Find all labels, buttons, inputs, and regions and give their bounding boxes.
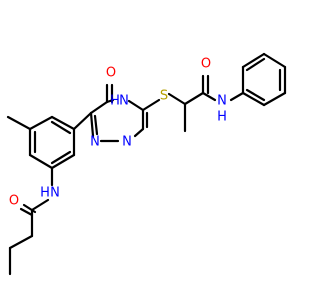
- ring-nitrogen-2: N: [90, 135, 100, 150]
- molecule-structure: O H N N N S O N H N H O: [0, 0, 300, 300]
- ring-nh-hydrogen: H: [110, 94, 120, 109]
- canvas-background: [0, 0, 300, 300]
- ring-nh-nitrogen: N: [119, 94, 129, 109]
- amide-nitrogen: N: [217, 94, 227, 109]
- ring-nitrogen-1: N: [122, 135, 132, 150]
- amide-oxygen: O: [201, 57, 211, 72]
- bond-lines: [6, 52, 287, 276]
- ring-carbonyl-oxygen: O: [106, 66, 116, 81]
- atom-labels: O H N N N S O N H N H O: [9, 57, 227, 209]
- thioether-sulfur: S: [160, 89, 168, 104]
- amide-hydrogen: H: [217, 110, 227, 125]
- aniline-nitrogen: N: [50, 186, 60, 201]
- propanoyl-oxygen: O: [9, 194, 19, 209]
- aniline-hydrogen: H: [40, 186, 50, 201]
